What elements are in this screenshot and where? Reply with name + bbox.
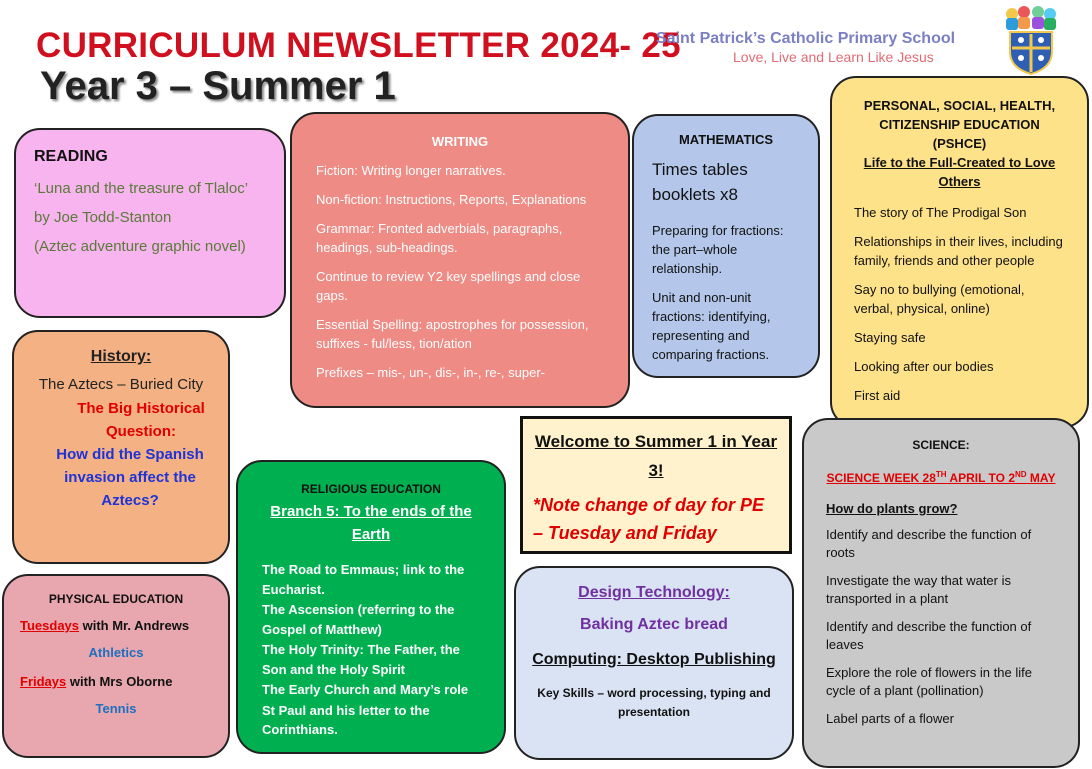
newsletter-subtitle: Year 3 – Summer 1 — [40, 64, 396, 108]
pshce-subheading: Life to the Full-Created to Love Others — [863, 155, 1056, 189]
pe-sport: Athletics — [88, 645, 144, 660]
science-item: Explore the role of flowers in the life … — [826, 665, 1032, 698]
pe-panel: PHYSICAL EDUCATION Tuesdays with Mr. And… — [2, 574, 230, 758]
writing-item: Fiction: Writing longer narratives. — [316, 163, 506, 178]
history-question-label: The Big Historical Question: — [77, 400, 205, 440]
re-item: St Paul and his letter to the Corinthian… — [262, 702, 430, 738]
pshce-heading: PERSONAL, SOCIAL, HEALTH, CITIZENSHIP ED… — [863, 98, 1056, 151]
science-panel: SCIENCE: SCIENCE WEEK 28TH APRIL TO 2ND … — [802, 418, 1080, 768]
re-item: The Road to Emmaus; link to the Eucharis… — [262, 562, 465, 597]
science-item: Label parts of a flower — [826, 711, 954, 726]
re-heading: RELIGIOUS EDUCATION — [301, 482, 441, 496]
pshce-item: First aid — [854, 388, 901, 403]
writing-item: Prefixes – mis-, un-, dis-, in-, re-, su… — [316, 365, 545, 380]
mathematics-item: Unit and non-unit fractions: identifying… — [652, 290, 771, 362]
writing-heading: WRITING — [431, 134, 489, 149]
writing-panel: WRITING Fiction: Writing longer narrativ… — [290, 112, 630, 408]
mathematics-panel: MATHEMATICS Times tables booklets x8 Pre… — [632, 114, 820, 378]
school-crest-icon — [1006, 6, 1056, 76]
mathematics-heading: MATHEMATICS — [678, 132, 774, 147]
pshce-item: Looking after our bodies — [854, 359, 994, 374]
pshce-item: Relationships in their lives, including … — [854, 234, 1063, 268]
history-heading: History: — [90, 348, 152, 365]
pe-heading: PHYSICAL EDUCATION — [48, 592, 184, 606]
pe-teacher: with Mrs Oborne — [66, 674, 173, 689]
times-tables-highlight: Times tables booklets x8 — [652, 160, 748, 204]
re-subheading: Branch 5: To the ends of the Earth — [270, 503, 472, 543]
science-item: Identify and describe the function of ro… — [826, 527, 1032, 560]
re-item: The Early Church and Mary’s role — [262, 682, 469, 697]
reading-author: by Joe Todd-Stanton — [34, 209, 172, 226]
pshce-item: The story of The Prodigal Son — [854, 205, 1027, 220]
writing-item: Continue to review Y2 key spellings and … — [316, 269, 581, 303]
mathematics-item: Preparing for fractions: the part–whole … — [652, 223, 784, 276]
science-question: How do plants grow? — [826, 501, 958, 516]
pshce-panel: PERSONAL, SOCIAL, HEALTH, CITIZENSHIP ED… — [830, 76, 1089, 428]
welcome-heading: Welcome to Summer 1 in Year 3! — [534, 432, 778, 480]
reading-book-title: ‘Luna and the treasure of Tlaloc’ — [34, 180, 249, 197]
re-panel: RELIGIOUS EDUCATION Branch 5: To the end… — [236, 460, 506, 754]
science-item: Investigate the way that water is transp… — [826, 573, 1011, 606]
science-week-dates: SCIENCE WEEK 28TH APRIL TO 2ND MAY — [826, 470, 1056, 485]
writing-item: Essential Spelling: apostrophes for poss… — [316, 317, 589, 351]
design-technology-panel: Design Technology: Baking Aztec bread Co… — [514, 566, 794, 760]
re-item: The Holy Trinity: The Father, the Son an… — [262, 642, 460, 677]
dt-project: Baking Aztec bread — [580, 616, 728, 633]
history-question: How did the Spanish invasion affect the … — [56, 446, 204, 509]
science-item: Identify and describe the function of le… — [826, 619, 1032, 652]
computing-key-skills: Key Skills – word processing, typing and… — [537, 686, 771, 719]
reading-heading: READING — [34, 148, 108, 165]
welcome-panel: Welcome to Summer 1 in Year 3! *Note cha… — [520, 416, 792, 554]
writing-item: Grammar: Fronted adverbials, paragraphs,… — [316, 221, 563, 255]
pe-change-note: *Note change of day for PE – Tuesday and… — [533, 495, 765, 543]
pshce-item: Say no to bullying (emotional, verbal, p… — [854, 282, 1025, 316]
newsletter-title: CURRICULUM NEWSLETTER 2024- 25 — [36, 26, 681, 65]
computing-heading: Computing: Desktop Publishing — [532, 651, 776, 668]
pe-teacher: with Mr. Andrews — [79, 618, 190, 633]
pe-schedule-row: Tuesdays with Mr. Andrews — [20, 618, 212, 633]
reading-description: (Aztec adventure graphic novel) — [34, 238, 246, 255]
writing-item: Non-fiction: Instructions, Reports, Expl… — [316, 192, 587, 207]
pe-schedule-row: Fridays with Mrs Oborne — [20, 674, 212, 689]
school-name: Saint Patrick’s Catholic Primary School — [656, 30, 956, 47]
history-topic: The Aztecs – Buried City — [38, 376, 204, 393]
pe-sport: Tennis — [95, 701, 137, 716]
pshce-item: Staying safe — [854, 330, 926, 345]
pe-day: Tuesdays — [20, 618, 80, 633]
history-panel: History: The Aztecs – Buried City The Bi… — [12, 330, 230, 564]
reading-panel: READING ‘Luna and the treasure of Tlaloc… — [14, 128, 286, 318]
pe-day: Fridays — [20, 674, 67, 689]
dt-heading: Design Technology: — [578, 584, 730, 601]
re-item: The Ascension (referring to the Gospel o… — [262, 602, 455, 637]
science-heading: SCIENCE: — [912, 438, 970, 452]
school-motto: Love, Live and Learn Like Jesus — [733, 49, 934, 65]
